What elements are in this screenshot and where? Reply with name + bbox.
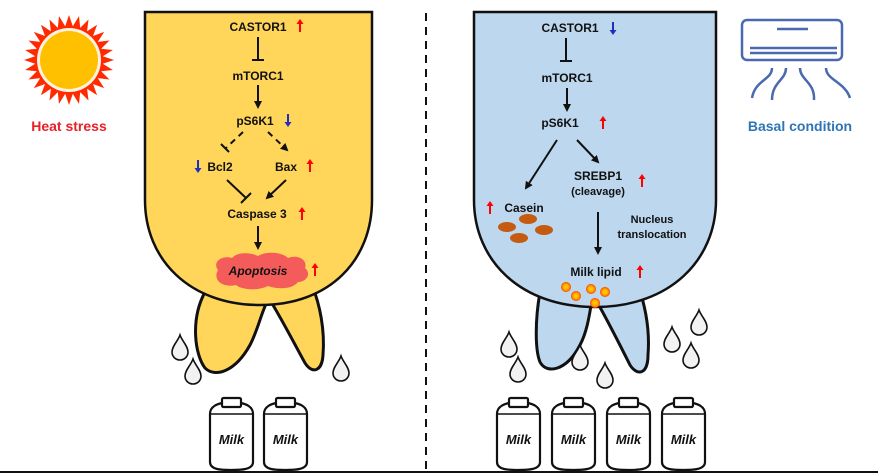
translocation-label-1: Nucleus (631, 214, 674, 226)
milk-bottle-label: Milk (219, 432, 245, 447)
node-mtorc1-right: mTORC1 (541, 71, 592, 85)
node-ps6k1-right: pS6K1 (541, 116, 579, 130)
milk-bottle-icon: Milk (208, 396, 255, 472)
inhibit-line (226, 179, 247, 199)
node-mtorc1-left: mTORC1 (232, 69, 283, 83)
milk-bottle-icon: Milk (660, 396, 707, 472)
milk-bottle-icon: Milk (605, 396, 652, 472)
milk-bottle-label: Milk (616, 432, 642, 447)
inhibit-bar (240, 192, 252, 204)
left-udder-body (143, 10, 374, 307)
milk-drop-icon (690, 309, 708, 336)
milk-bottle-label: Milk (561, 432, 587, 447)
dashed-activation-arrow (267, 131, 289, 152)
milk-drop-icon (332, 355, 350, 382)
activation-arrow (265, 179, 287, 200)
node-srebp1-note: (cleavage) (571, 186, 625, 198)
basal-condition-label: Basal condition (748, 118, 852, 134)
activation-arrow (576, 139, 600, 164)
air-conditioner-icon (740, 18, 852, 101)
milk-bottle-icon: Milk (262, 396, 309, 472)
casein-particles (498, 214, 553, 243)
milk-bottle-label: Milk (273, 432, 299, 447)
node-caspase3: Caspase 3 (227, 207, 287, 221)
node-apoptosis: Apoptosis (228, 264, 288, 278)
right-teat-1 (534, 290, 594, 371)
left-teat-1 (194, 290, 271, 374)
milk-bottles-left: Milk Milk (208, 396, 309, 472)
milk-bottle-icon: Milk (550, 396, 597, 472)
heat-stress-label: Heat stress (31, 118, 107, 134)
sun-icon (24, 15, 114, 105)
node-castor1-left: CASTOR1 (229, 20, 286, 34)
node-bcl2: Bcl2 (207, 160, 233, 174)
lipid-droplets (561, 282, 610, 308)
node-milk-lipid: Milk lipid (570, 265, 621, 279)
milk-bottles-right: Milk Milk Milk Milk (495, 396, 707, 472)
node-bax: Bax (275, 160, 297, 174)
apoptosis-cloud (216, 252, 309, 290)
inhibit-bar (220, 143, 230, 153)
translocation-label-2: translocation (617, 229, 686, 241)
node-casein: Casein (504, 201, 543, 215)
left-teat-2 (267, 283, 325, 372)
milk-drop-icon (171, 334, 189, 361)
milk-drop-icon (682, 342, 700, 369)
node-castor1-right: CASTOR1 (541, 21, 598, 35)
milk-drop-icon (596, 362, 614, 389)
node-ps6k1-left: pS6K1 (236, 114, 274, 128)
milk-drop-icon (500, 331, 518, 358)
sun-core (40, 31, 98, 89)
milk-bottle-label: Milk (671, 432, 697, 447)
milk-drop-icon (663, 326, 681, 353)
node-srebp1: SREBP1 (574, 169, 622, 183)
milk-drop-icon (184, 358, 202, 385)
milk-drop-icon (509, 356, 527, 383)
dashed-inhibit-line (225, 131, 244, 149)
milk-bottle-icon: Milk (495, 396, 542, 472)
milk-bottle-label: Milk (506, 432, 532, 447)
activation-arrow (524, 139, 558, 190)
